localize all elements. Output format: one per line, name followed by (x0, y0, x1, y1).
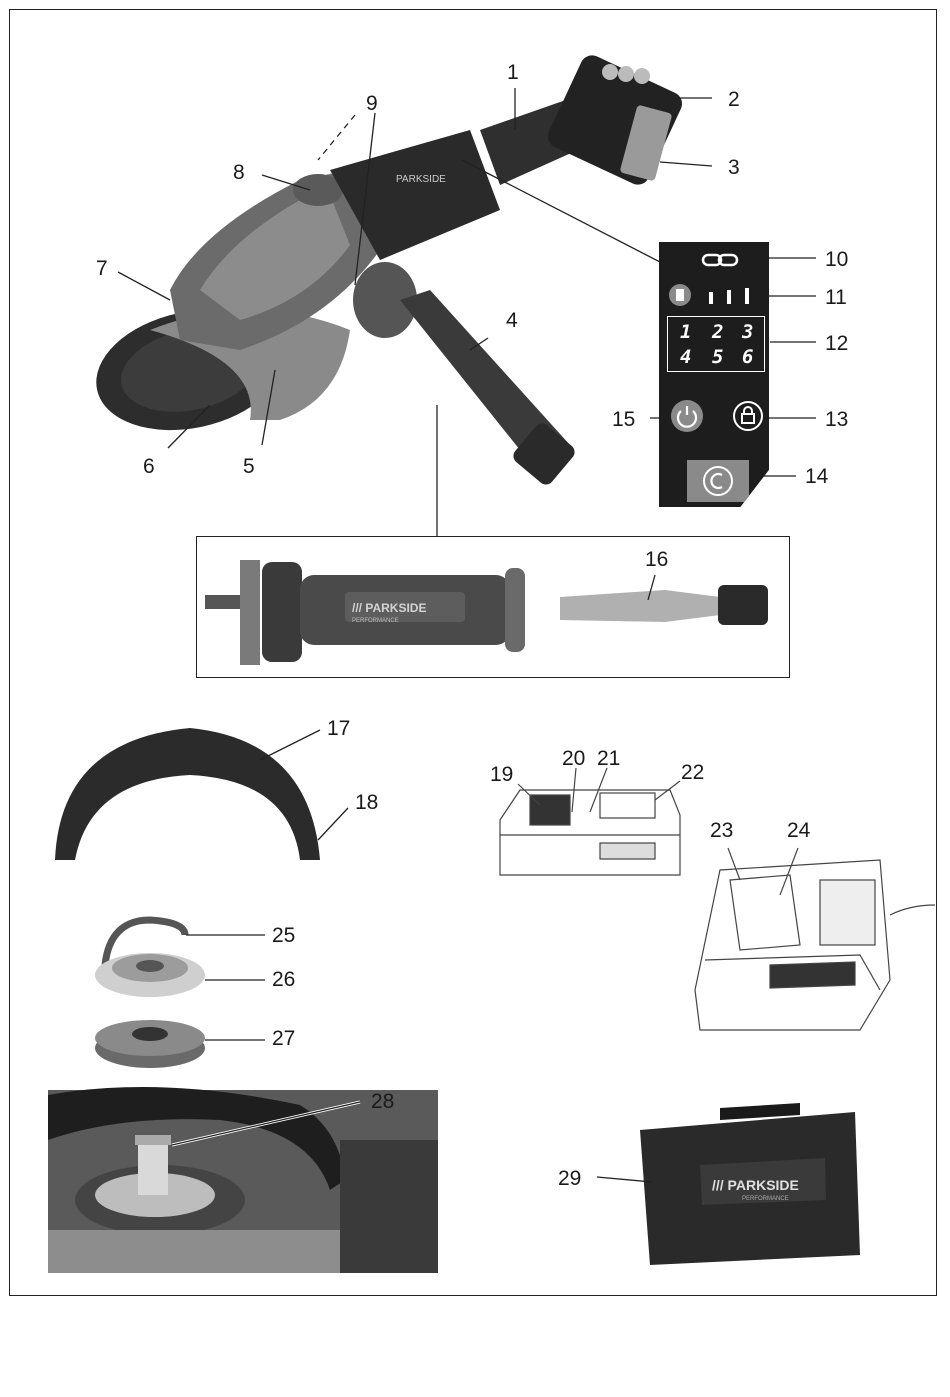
carry-case: /// PARKSIDE PERFORMANCE (596, 1103, 860, 1265)
callout-4: 4 (506, 309, 518, 332)
callout-11: 11 (825, 286, 847, 309)
speed-level-1: 1 (680, 321, 692, 343)
case-brand-text: /// PARKSIDE (712, 1177, 799, 1193)
callout-6: 6 (143, 455, 155, 478)
callout-3: 3 (728, 156, 740, 179)
callout-14: 14 (805, 465, 829, 488)
callout-10: 10 (825, 248, 849, 271)
callout-20: 20 (562, 747, 586, 770)
callout-2: 2 (728, 88, 740, 111)
battery-icon (669, 284, 691, 306)
spindle-photo (48, 1087, 438, 1273)
handle-brand-subtext: PERFORMANCE (352, 618, 399, 624)
callout-29: 29 (558, 1167, 582, 1190)
callout-26: 26 (272, 968, 296, 991)
mode-button[interactable] (687, 460, 749, 502)
speed-level-6: 6 (742, 346, 754, 368)
link-icon (701, 252, 739, 268)
page-frame (9, 9, 937, 1296)
callout-19: 19 (490, 763, 514, 786)
callout-7: 7 (96, 257, 108, 280)
flange-parts (95, 916, 265, 1068)
callout-17: 17 (327, 717, 351, 740)
callout-21: 21 (597, 747, 621, 770)
protective-guard (55, 728, 349, 862)
handle-brand-text: /// PARKSIDE (352, 601, 426, 615)
callout-27: 27 (272, 1027, 296, 1050)
mode-icon (703, 466, 733, 496)
level-bars-icon (709, 288, 759, 304)
callout-12: 12 (825, 332, 849, 355)
angle-grinder: PARKSIDE (96, 55, 683, 485)
power-icon[interactable] (671, 400, 703, 432)
callout-5: 5 (243, 455, 255, 478)
callout-18: 18 (355, 791, 379, 814)
callout-28: 28 (371, 1090, 395, 1113)
inset-frame (196, 536, 790, 678)
callout-15: 15 (612, 408, 636, 431)
callout-9: 9 (366, 92, 378, 115)
control-panel: 1 2 3 4 5 6 (659, 242, 769, 507)
callout-22: 22 (681, 761, 705, 784)
charger (694, 847, 936, 1031)
speed-level-2: 2 (712, 321, 724, 343)
speed-level-box: 1 2 3 4 5 6 (667, 316, 765, 372)
callout-16: 16 (645, 548, 669, 571)
battery-pack (499, 767, 681, 876)
case-brand-subtext: PERFORMANCE (742, 1196, 789, 1202)
speed-level-3: 3 (742, 321, 754, 343)
lock-icon[interactable] (733, 401, 763, 431)
callout-1: 1 (507, 61, 519, 84)
speed-level-5: 5 (712, 346, 724, 368)
callout-25: 25 (272, 924, 296, 947)
callout-24: 24 (787, 819, 811, 842)
callout-8: 8 (233, 161, 245, 184)
aux-handle-inset: /// PARKSIDE PERFORMANCE (205, 560, 768, 665)
speed-level-4: 4 (680, 346, 692, 368)
callout-23: 23 (710, 819, 734, 842)
grinder-brand-text: PARKSIDE (396, 174, 446, 185)
callout-13: 13 (825, 408, 849, 431)
